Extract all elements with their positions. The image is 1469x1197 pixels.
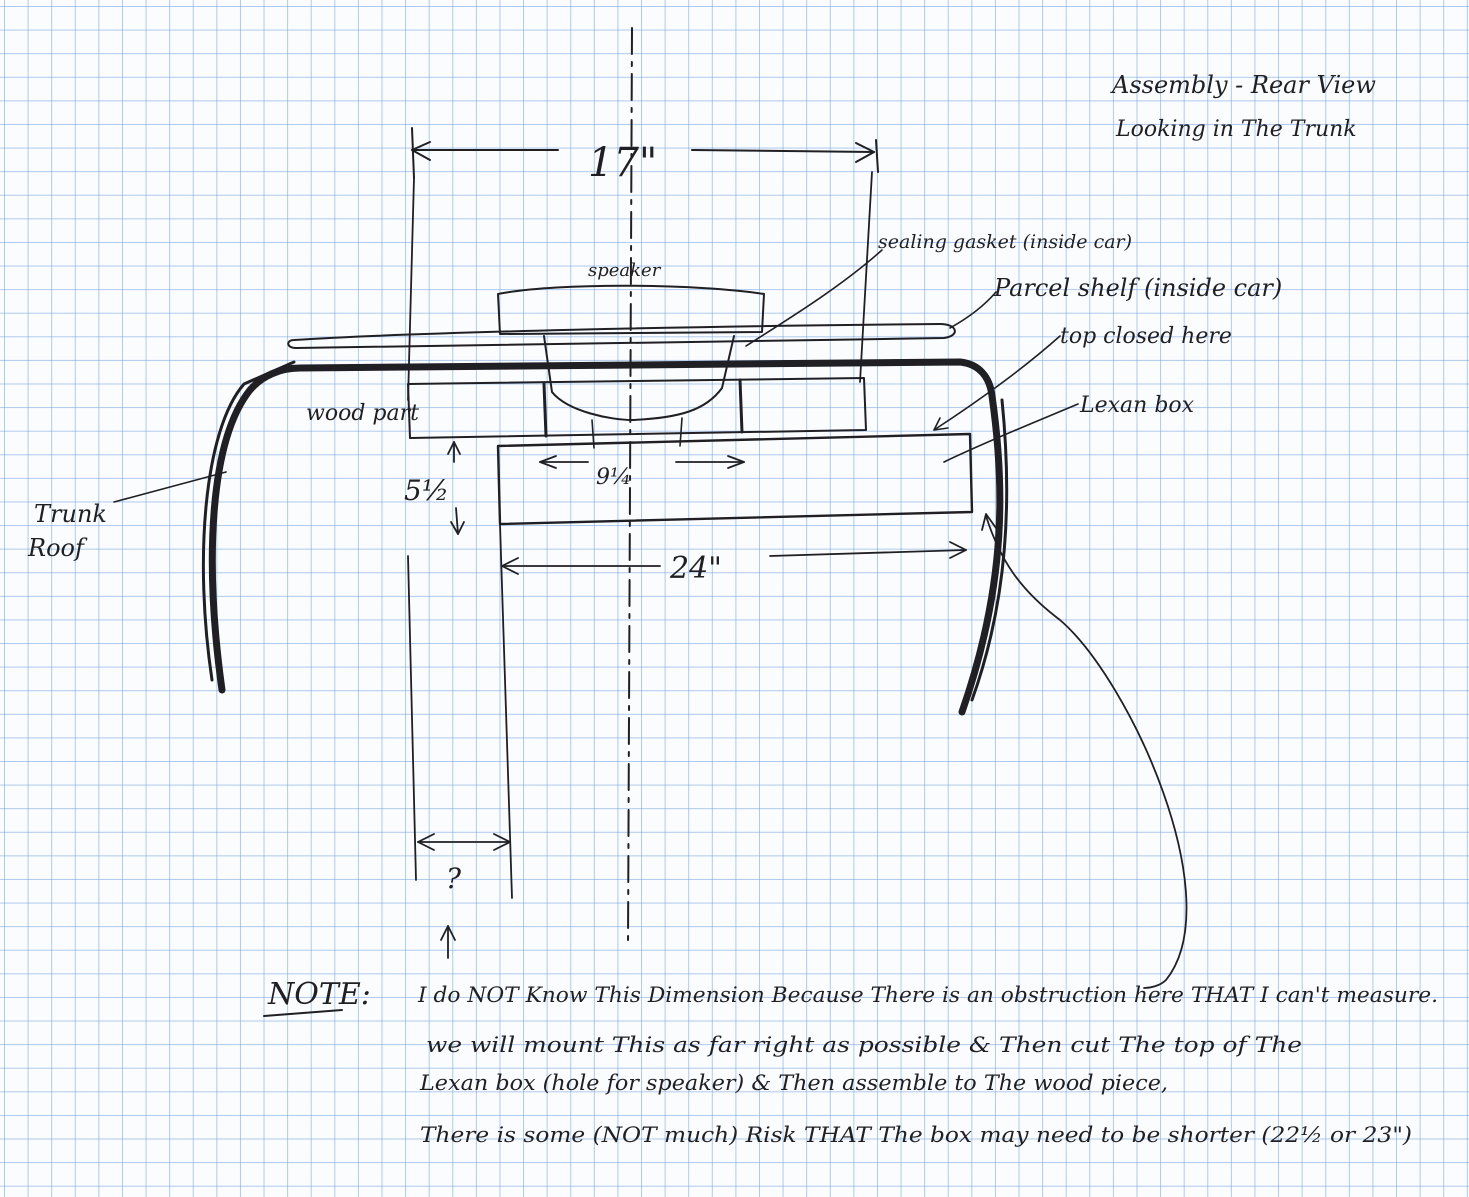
lexan-box: Lexan box	[496, 393, 1195, 526]
wood-part-label: wood part	[306, 401, 419, 426]
lower-right-line	[499, 523, 513, 899]
left-guide-line	[407, 177, 415, 401]
obstruction-arrowhead	[981, 513, 997, 531]
trunk-roof-label-1: Trunk	[34, 500, 107, 528]
top-closed-label: top closed here	[1060, 324, 1232, 349]
lexan-box-label: Lexan box	[1079, 393, 1195, 418]
dim-5-1-2-label: 5½	[404, 474, 449, 507]
dimension-9-1-4: 9¼	[539, 455, 745, 490]
parcel-shelf	[287, 323, 956, 349]
unknown-dim-label: ?	[446, 862, 462, 895]
wood-part: wood part	[306, 377, 867, 439]
title-line-1: Assembly - Rear View	[1110, 71, 1376, 99]
sealing-gasket-leader	[745, 249, 883, 347]
lower-left-line	[407, 555, 417, 881]
note-heading: NOTE:	[267, 977, 371, 1012]
parcel-shelf-leader	[949, 291, 997, 329]
obstruction-leader	[985, 515, 1188, 989]
speaker-label: speaker	[588, 260, 662, 281]
top-closed-arrowhead	[933, 417, 949, 431]
dimension-24: 24"	[501, 541, 967, 586]
dimension-unknown: ?	[417, 833, 511, 959]
note-line-4: There is some (NOT much) Risk THAT The b…	[420, 1123, 1412, 1147]
trunk-roof-leader	[113, 471, 227, 503]
trunk-roof-label-2: Roof	[27, 534, 88, 562]
dim-9-1-4-label: 9¼	[596, 465, 631, 490]
trunk-roof	[201, 358, 1009, 716]
note-line-1: I do NOT Know This Dimension Because The…	[417, 983, 1438, 1007]
center-line	[627, 27, 633, 946]
note-line-3: Lexan box (hole for speaker) & Then asse…	[419, 1071, 1168, 1095]
dim-24-label: 24"	[669, 551, 722, 586]
parcel-shelf-label: Parcel shelf (inside car)	[993, 274, 1282, 302]
right-guide-line	[859, 171, 873, 383]
note-line-2: we will mount This as far right as possi…	[426, 1033, 1302, 1057]
dim-17-label: 17"	[588, 140, 657, 186]
title-line-2: Looking in The Trunk	[1115, 117, 1357, 142]
note-block: NOTE: I do NOT Know This Dimension Becau…	[263, 977, 1438, 1147]
top-closed-leader	[933, 335, 1061, 431]
sealing-gasket-label: sealing gasket (inside car)	[878, 231, 1132, 253]
dimension-5-1-2: 5½	[404, 441, 465, 535]
dimension-17: 17"	[411, 127, 879, 186]
